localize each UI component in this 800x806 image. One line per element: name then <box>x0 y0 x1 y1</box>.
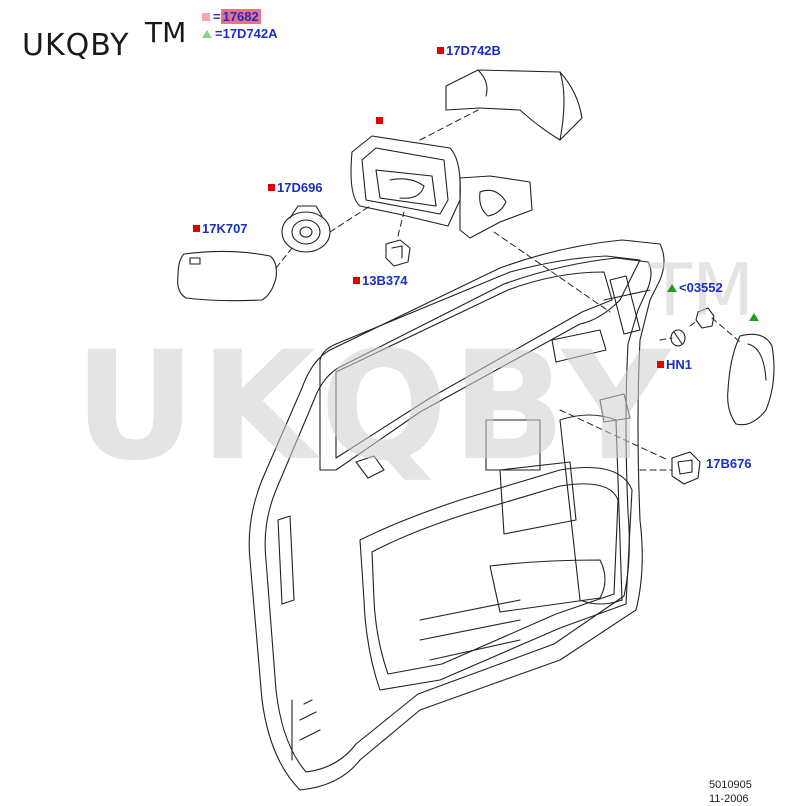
watermark-tm: TM <box>648 248 755 332</box>
callout-housing-marker <box>376 114 385 128</box>
mirror-glass <box>177 250 277 302</box>
doc-date: 11-2006 <box>709 793 749 805</box>
brand-name: UKQBY <box>22 28 130 63</box>
nut-03552 <box>695 307 715 329</box>
corner-cap <box>727 333 775 426</box>
red-square-icon <box>353 277 360 284</box>
callout-label: 17D742B <box>446 43 501 58</box>
legend-square-icon <box>202 13 210 21</box>
clip-13b374 <box>385 239 411 267</box>
callout-label: 13B374 <box>362 273 408 288</box>
callout-03552: <03552 <box>667 281 723 295</box>
green-triangle-icon <box>749 313 759 321</box>
red-square-icon <box>268 184 275 191</box>
callout-hn1: HN1 <box>657 358 692 372</box>
legend-label: 17682 <box>220 9 261 24</box>
callout-label: 17K707 <box>202 221 248 236</box>
callout-17d742b: 17D742B <box>437 44 501 58</box>
switch-17b676 <box>671 451 701 485</box>
mirror-cap-upper <box>445 69 583 141</box>
doc-number: 5010905 <box>709 779 752 791</box>
document-number: 5010905 11-2006 <box>709 778 752 806</box>
callout-17b676: 17B676 <box>706 457 752 471</box>
callout-17k707: 17K707 <box>193 222 248 236</box>
legend-row-17d742a: =17D742A <box>202 25 278 42</box>
callout-cap-marker <box>749 310 761 324</box>
green-triangle-icon <box>667 284 677 292</box>
brand-tm: TM <box>145 16 187 49</box>
mirror-motor <box>281 205 331 253</box>
red-square-icon <box>437 47 444 54</box>
door-panel <box>248 239 665 791</box>
watermark-text: UKQBY <box>74 320 675 494</box>
callout-label: 17D696 <box>277 180 323 195</box>
legend-label: 17D742A <box>222 26 278 41</box>
legend: =17682 =17D742A <box>202 8 278 42</box>
red-square-icon <box>657 361 664 368</box>
callout-label: 17B676 <box>706 456 752 471</box>
callout-label: <03552 <box>679 280 723 295</box>
red-square-icon <box>376 117 383 124</box>
callout-label: HN1 <box>666 357 693 372</box>
legend-triangle-icon <box>202 30 212 38</box>
callout-13b374: 13B374 <box>353 274 408 288</box>
mirror-housing <box>350 135 533 239</box>
legend-row-17682: =17682 <box>202 8 278 25</box>
red-square-icon <box>193 225 200 232</box>
callout-17d696: 17D696 <box>268 181 323 195</box>
